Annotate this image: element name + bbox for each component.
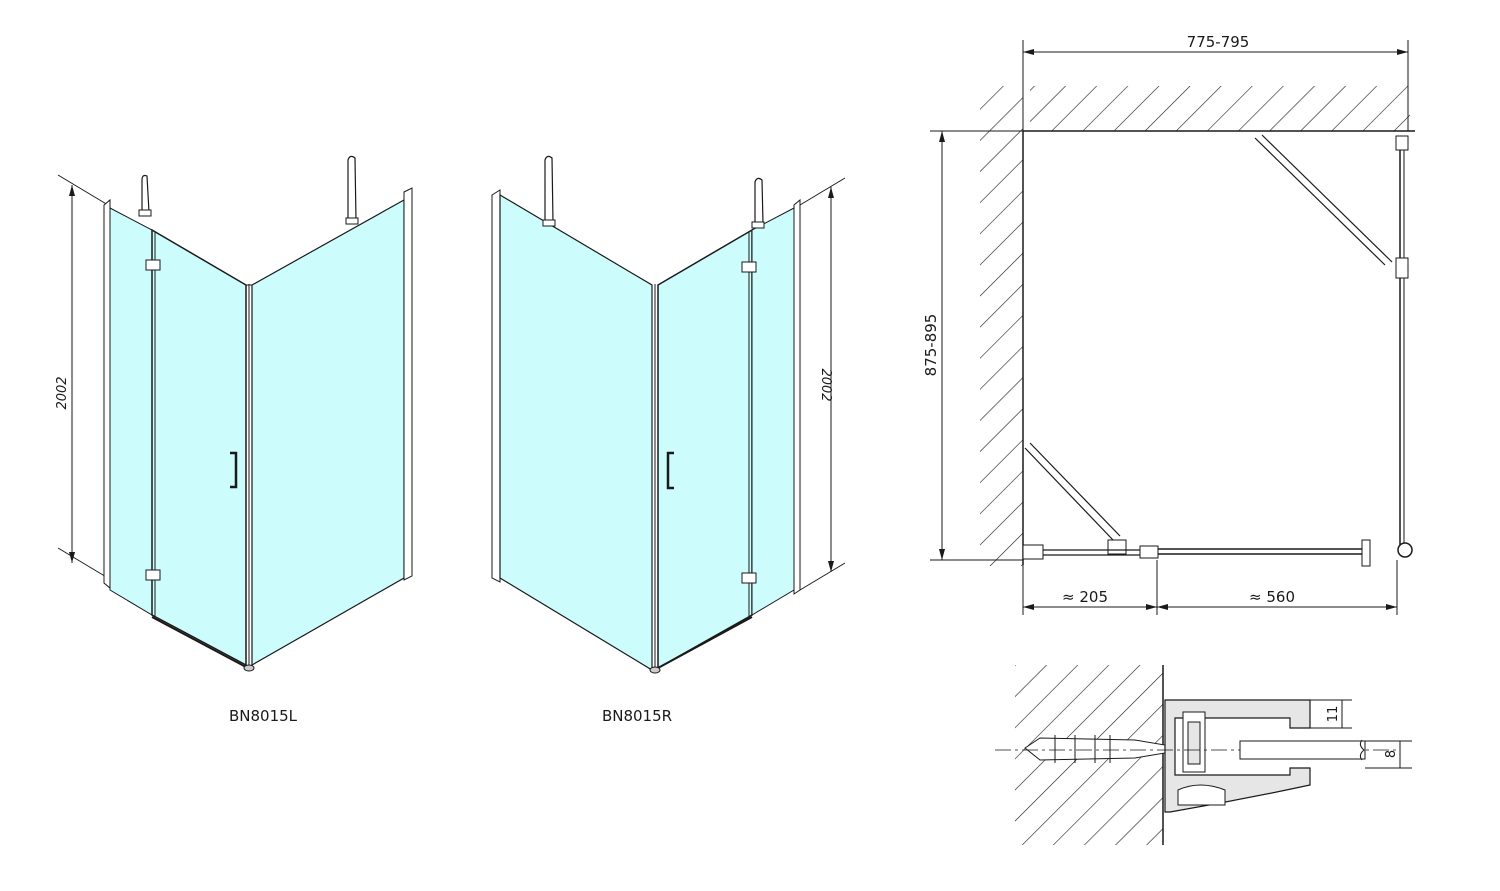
hinge-icon <box>145 569 161 581</box>
side-glass-panel <box>251 198 405 667</box>
fixed-glass-right <box>751 207 795 616</box>
segment-left-label: ≈ 205 <box>1062 588 1108 606</box>
segment-right-label: ≈ 560 <box>1249 588 1295 606</box>
hinge-icon <box>145 259 161 271</box>
dim-8-label: 8 <box>1384 750 1399 758</box>
support-bar-icon <box>141 174 150 213</box>
model-label-right: BN8015R <box>602 707 672 725</box>
wall-profile <box>103 198 111 590</box>
door-glass <box>151 228 247 667</box>
wall-profile <box>403 187 413 581</box>
hinge-icon <box>741 261 757 273</box>
support-bar-icon <box>754 177 764 225</box>
side-glass-panel <box>499 193 653 672</box>
door-glass <box>657 228 753 670</box>
height-label-right: 2002 <box>818 368 833 401</box>
height-label-left: 2002 <box>55 376 70 409</box>
profile-detail: 11 8 <box>995 665 1412 845</box>
model-label-left: BN8015L <box>229 707 298 725</box>
depth-label: 875-895 <box>922 314 940 377</box>
plan-view: 775-795 875-895 ≈ 205 <box>922 33 1415 615</box>
wall-hatch-top <box>1030 86 1410 131</box>
support-bar-icon <box>544 155 554 223</box>
dim-11-label: 11 <box>1326 706 1341 723</box>
wall-profile <box>491 189 501 583</box>
wall-profile-section <box>1164 699 1311 813</box>
height-dimension-left: 2002 <box>55 174 109 579</box>
height-dimension-right: 2002 <box>799 177 846 591</box>
view-bn8015r: 2002 BN8015R <box>491 155 846 725</box>
view-bn8015l: 2002 BN8015L <box>55 155 413 725</box>
door-handle-icon <box>666 451 674 490</box>
wall-hatch-left <box>980 86 1023 566</box>
width-label: 775-795 <box>1187 33 1250 51</box>
wall-profile <box>793 198 801 595</box>
support-bar-icon <box>347 155 357 221</box>
door-handle-icon <box>230 451 238 489</box>
hinge-icon <box>741 572 757 584</box>
